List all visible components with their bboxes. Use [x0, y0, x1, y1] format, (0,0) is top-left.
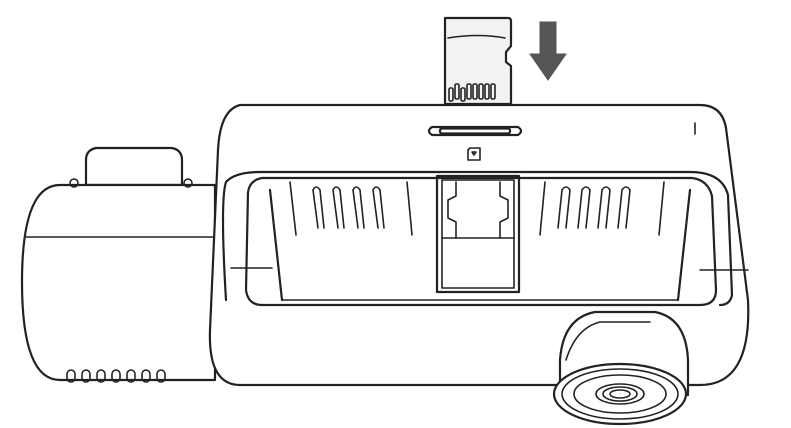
mount-plate	[435, 174, 521, 294]
vent-grille-right	[539, 181, 665, 236]
card-contacts	[448, 83, 496, 102]
camera-lens-icon	[552, 310, 690, 426]
vent-grille-left	[289, 181, 413, 236]
vent-holes-icon	[66, 369, 166, 383]
sd-slot-icon	[427, 125, 523, 137]
microsd-card-icon	[443, 16, 513, 106]
side-cylinder	[20, 146, 217, 383]
sd-card-symbol-icon	[467, 147, 481, 161]
insert-arrow-icon	[529, 21, 567, 81]
inner-panel	[244, 176, 718, 307]
